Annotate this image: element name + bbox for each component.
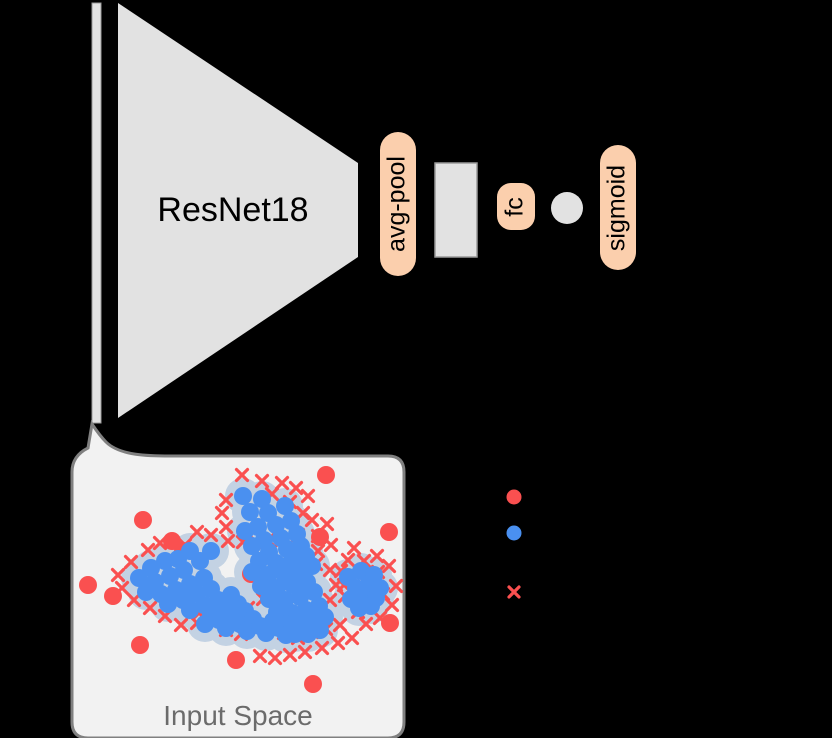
scatter-point-red — [79, 576, 97, 594]
scatter-point-cross — [274, 475, 290, 491]
scatter-point-cross — [332, 617, 348, 633]
scatter-point-cross — [142, 600, 158, 616]
scatter-point-blue — [161, 567, 179, 585]
scatter-point-red — [380, 523, 398, 541]
scatter-point-cross — [340, 552, 356, 568]
scatter-point-blue — [253, 490, 271, 508]
scatter-point-cross — [254, 473, 270, 489]
logit-circle — [551, 192, 583, 224]
sigmoid-pill — [600, 145, 636, 270]
scatter-point-blue — [252, 577, 270, 595]
scatter-point-red — [131, 636, 149, 654]
scatter-point-cross — [123, 554, 139, 570]
scatter-point-cross — [346, 540, 362, 556]
scatter-point-cross — [300, 488, 316, 504]
scatter-point-cross — [203, 527, 219, 543]
scatter-point-blue — [169, 550, 187, 568]
scatter-point-cross — [189, 524, 205, 540]
scatter-point-cross — [297, 644, 313, 660]
scatter-point-red — [304, 675, 322, 693]
scatter-point-blue — [276, 497, 294, 515]
scatter-point-blue — [137, 583, 155, 601]
scatter-point-blue — [196, 615, 214, 633]
scatter-point-cross — [140, 542, 156, 558]
input-space-title: Input Space — [163, 700, 312, 731]
fc-label: fc — [501, 197, 529, 216]
scatter-point-red — [227, 651, 245, 669]
scatter-point-cross — [314, 640, 330, 656]
scatter-point-cross — [344, 630, 360, 646]
input-image-strip — [91, 2, 102, 424]
scatter-point-cross — [220, 533, 236, 549]
scatter-point-red — [311, 528, 329, 546]
scatter-point-blue — [181, 601, 199, 619]
scatter-point-cross — [267, 650, 283, 666]
sigmoid-label: sigmoid — [603, 165, 631, 251]
scatter-point-blue — [142, 559, 160, 577]
scatter-point-blue — [217, 619, 235, 637]
scatter-point-cross — [381, 558, 397, 574]
scatter-point-blue — [260, 590, 278, 608]
scatter-point-cross — [218, 492, 234, 508]
scatter-point-cross — [126, 592, 142, 608]
scatter-point-red — [317, 466, 335, 484]
scatter-point-red — [134, 511, 152, 529]
scatter-point-cross — [252, 648, 268, 664]
scatter-point-red — [104, 587, 122, 605]
legend-blue-circle-marker[interactable] — [506, 525, 522, 541]
scatter-point-cross — [110, 567, 126, 583]
legend-red-circle-marker[interactable] — [506, 489, 522, 505]
scatter-point-cross — [304, 512, 320, 528]
feature-vector-rect — [434, 162, 478, 258]
resnet18-label: ResNet18 — [157, 191, 308, 229]
scatter-point-red — [381, 614, 399, 632]
avg-pool-label: avg-pool — [383, 156, 411, 252]
scatter-point-blue — [236, 522, 254, 540]
scatter-point-cross — [319, 516, 335, 532]
scatter-point-blue — [305, 583, 323, 601]
scatter-point-blue — [243, 537, 261, 555]
scatter-point-blue — [303, 618, 321, 636]
input-space-scatter — [79, 466, 404, 693]
legend — [506, 489, 522, 599]
scatter-point-blue — [243, 563, 261, 581]
scatter-point-blue — [362, 597, 380, 615]
scatter-point-cross — [218, 519, 234, 535]
scatter-point-red — [163, 532, 181, 550]
scatter-point-blue — [234, 487, 252, 505]
scatter-point-cross — [322, 562, 338, 578]
avg-pool-pill — [380, 132, 416, 276]
scatter-point-cross — [173, 617, 189, 633]
scatter-point-cross — [369, 548, 385, 564]
scatter-point-blue — [159, 595, 177, 613]
scatter-point-blue — [130, 569, 148, 587]
scatter-point-cross — [358, 616, 374, 632]
scatter-point-blue — [303, 557, 321, 575]
scatter-point-cross — [388, 578, 404, 594]
scatter-point-cross — [288, 480, 304, 496]
scatter-point-cross — [330, 635, 346, 651]
blue-circle-layer — [130, 487, 389, 644]
scatter-point-blue — [241, 503, 259, 521]
scatter-point-cross — [234, 467, 250, 483]
scatter-point-cross — [384, 597, 400, 613]
scatter-point-cross — [214, 505, 230, 521]
resnet18-backbone-shape — [118, 3, 358, 418]
legend-red-cross-marker[interactable] — [507, 585, 521, 599]
fc-pill — [497, 183, 535, 230]
scatter-point-cross — [282, 647, 298, 663]
